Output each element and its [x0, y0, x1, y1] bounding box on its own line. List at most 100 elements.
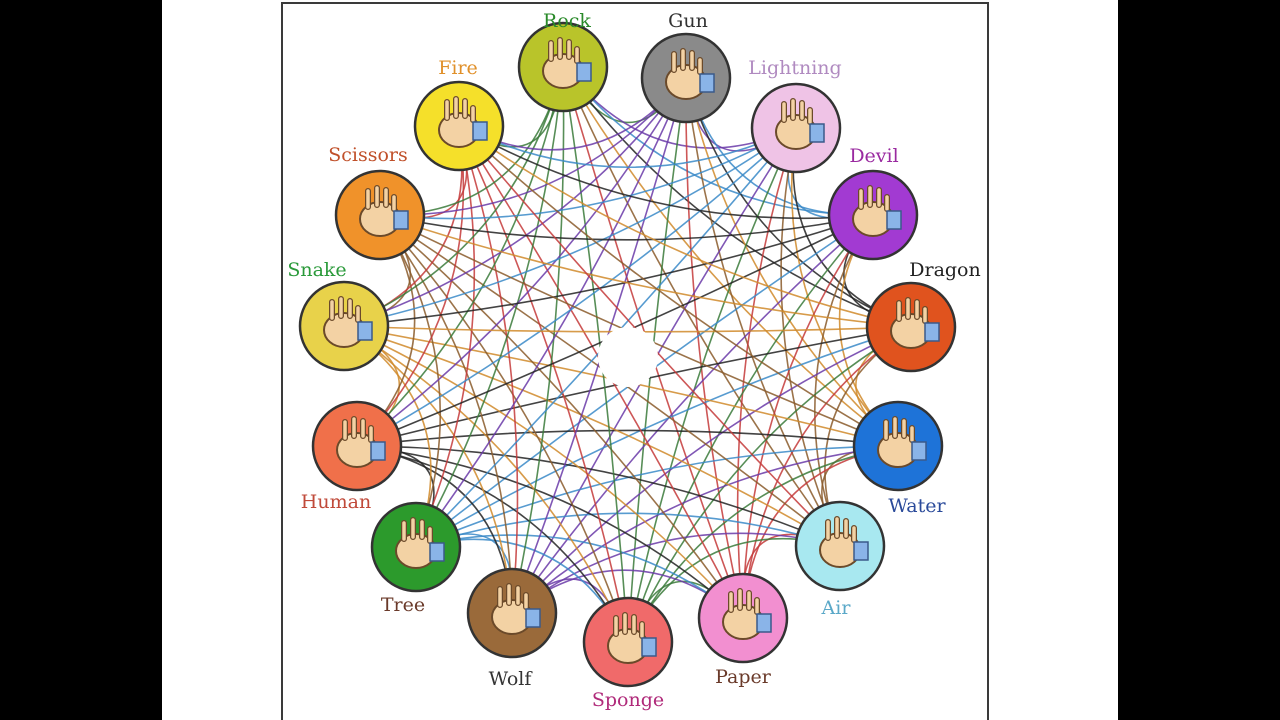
gun-label: Gun: [668, 10, 708, 32]
gesture-node-lightning: Lightning: [748, 57, 842, 174]
gun-hand-icon: [665, 48, 715, 100]
gesture-node-tree: Tree: [370, 501, 462, 616]
sponge-label: Sponge: [592, 689, 664, 711]
connection-line: [562, 66, 899, 447]
gesture-node-human: Human: [301, 400, 403, 513]
connection-line: [415, 66, 564, 548]
gesture-node-wolf: Wolf: [466, 567, 558, 690]
fire-hand-icon: [438, 96, 488, 148]
connection-line: [562, 66, 841, 547]
connection-line: [562, 66, 912, 328]
connection-line: [379, 214, 441, 548]
connection-line: [415, 512, 841, 548]
connection-line: [356, 127, 797, 447]
water-hand-icon: [877, 416, 927, 468]
connection-line: [343, 77, 687, 327]
connection-line: [511, 532, 841, 614]
connection-line: [343, 325, 841, 547]
connection-line: [343, 325, 744, 619]
connection-line: [379, 77, 687, 216]
connection-line: [379, 127, 797, 220]
tree-hand-icon: [395, 517, 445, 569]
connection-line: [356, 429, 899, 447]
lightning-hand-icon: [775, 98, 825, 150]
dragon-label: Dragon: [909, 259, 980, 281]
connection-line: [356, 77, 687, 447]
connection-line: [627, 214, 874, 643]
gesture-node-paper: Paper: [697, 572, 789, 688]
connection-line: [343, 325, 513, 614]
gesture-node-air: Air: [794, 500, 886, 619]
snake-label: Snake: [287, 259, 346, 281]
connection-line: [814, 214, 874, 547]
connection-line: [511, 445, 899, 614]
connection-line: [511, 214, 874, 614]
connection-line: [379, 214, 874, 241]
gesture-node-devil: Devil: [827, 145, 919, 261]
connection-line: [415, 534, 744, 619]
dragon-hand-icon: [890, 297, 940, 349]
connection-line: [415, 445, 899, 548]
connection-line: [343, 66, 564, 327]
lightning-label: Lightning: [748, 57, 841, 79]
connection-line: [343, 214, 874, 327]
sponge-hand-icon: [607, 612, 657, 664]
connection-line: [379, 214, 744, 619]
connection-line: [458, 125, 874, 220]
rock-label: Rock: [543, 10, 591, 32]
connection-line: [458, 125, 629, 643]
devil-hand-icon: [852, 185, 902, 237]
rock-hand-icon: [542, 37, 592, 89]
connection-line: [379, 214, 513, 614]
connection-line: [627, 127, 797, 643]
gesture-node-rock: Rock: [517, 10, 609, 113]
connection-line: [415, 125, 476, 548]
gesture-node-sponge: Sponge: [582, 596, 674, 711]
connection-line: [627, 326, 912, 643]
connection-line: [511, 66, 565, 614]
connection-line: [379, 214, 912, 328]
gesture-node-snake: Snake: [287, 259, 390, 372]
connection-line: [356, 66, 564, 447]
connection-line: [343, 127, 797, 327]
connection-line: [736, 127, 797, 619]
connection-line: [343, 325, 629, 643]
snake-hand-icon: [323, 296, 373, 348]
gesture-nodes: Rock GunLightningDevilDragonWaterAirPaper…: [287, 10, 980, 711]
paper-hand-icon: [722, 588, 772, 640]
fire-label: Fire: [438, 57, 478, 79]
connection-line: [685, 77, 899, 447]
connection-line: [356, 445, 841, 547]
wolf-label: Wolf: [489, 668, 534, 690]
paper-label: Paper: [715, 666, 772, 688]
air-hand-icon: [819, 516, 869, 568]
gesture-node-water: Water: [852, 400, 946, 517]
tree-label: Tree: [381, 594, 425, 616]
scissors-label: Scissors: [328, 144, 408, 166]
connection-line: [742, 326, 912, 619]
gesture-node-scissors: Scissors: [328, 144, 426, 261]
wolf-hand-icon: [491, 583, 541, 635]
connection-line: [627, 445, 899, 643]
scissors-hand-icon: [359, 185, 409, 237]
gesture-node-gun: Gun: [640, 10, 732, 124]
connection-line: [780, 127, 841, 547]
center-hub: [598, 327, 658, 387]
connection-line: [379, 214, 629, 643]
connection-line: [415, 77, 687, 548]
connection-line: [458, 125, 912, 328]
gesture-node-fire: Fire: [413, 57, 505, 172]
connection-line: [685, 77, 841, 547]
connection-line: [685, 77, 744, 619]
devil-label: Devil: [849, 145, 898, 167]
connection-line: [458, 125, 899, 447]
connection-line: [415, 326, 912, 548]
water-label: Water: [888, 495, 946, 517]
connection-line: [356, 125, 465, 447]
human-hand-icon: [336, 416, 386, 468]
air-label: Air: [821, 597, 852, 619]
connection-line: [742, 214, 874, 619]
gesture-node-dragon: Dragon: [865, 259, 981, 373]
connection-line: [458, 125, 797, 169]
